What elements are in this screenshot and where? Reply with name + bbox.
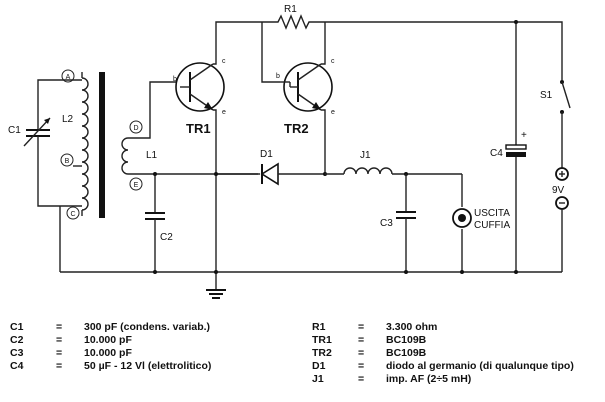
part-value: 10.000 pF xyxy=(84,334,132,346)
part-eq: = xyxy=(358,347,365,359)
l2-label: L2 xyxy=(62,114,74,125)
tap-b: B xyxy=(60,153,82,167)
tap-a: A xyxy=(37,69,82,88)
parts-list-right: R1 = 3.300 ohm TR1 = BC109B TR2 = BC109B D1 = di… xyxy=(312,321,574,386)
l1-label: L1 xyxy=(146,150,158,161)
parts-list-left: C1 = 300 pF (condens. variab.) C2 = 10.000 p… xyxy=(10,321,211,373)
battery-label: 9V xyxy=(552,185,565,196)
part-value: BC109B xyxy=(386,347,427,359)
c1-label: C1 xyxy=(8,125,21,136)
tr2-pin-e: e xyxy=(331,109,335,116)
parts-row: C3 = 10.000 pF xyxy=(10,347,211,360)
headphone-jack: USCITA CUFFIA xyxy=(452,174,510,272)
part-eq: = xyxy=(358,321,365,333)
coil-l2 xyxy=(81,72,89,216)
part-name: C2 xyxy=(10,334,24,346)
ferrite-core xyxy=(99,72,105,218)
part-name: C1 xyxy=(10,321,24,333)
capacitor-c1: C1 xyxy=(8,88,51,160)
transistor-tr2: b c e TR2 xyxy=(276,58,335,136)
j1-label: J1 xyxy=(360,150,371,161)
capacitor-c4: + C4 xyxy=(490,22,527,272)
output-label-1: USCITA xyxy=(474,208,510,219)
c4-plus: + xyxy=(521,130,527,141)
switch-s1: S1 xyxy=(540,60,571,168)
s1-label: S1 xyxy=(540,90,553,101)
part-name: R1 xyxy=(312,321,326,333)
part-name: C3 xyxy=(10,347,24,359)
capacitor-c3: C3 xyxy=(380,174,416,272)
tr2-pin-b: b xyxy=(276,73,280,80)
circuit-schematic: A B C C1 L2 D E L1 xyxy=(8,4,571,299)
c2-label: C2 xyxy=(160,232,173,243)
tr1-pin-c: c xyxy=(222,58,226,65)
tr1-label: TR1 xyxy=(186,121,211,136)
parts-row: C4 = 50 µF - 12 Vl (elettrolitico) xyxy=(10,360,211,373)
part-value: 10.000 pF xyxy=(84,347,132,359)
parts-row: C2 = 10.000 pF xyxy=(10,334,211,347)
parts-row: TR2 = BC109B xyxy=(312,347,574,360)
parts-row: R1 = 3.300 ohm xyxy=(312,321,574,334)
parts-row: C1 = 300 pF (condens. variab.) xyxy=(10,321,211,334)
part-name: TR1 xyxy=(312,334,332,346)
part-eq: = xyxy=(358,360,365,372)
tr1-pin-e: e xyxy=(222,109,226,116)
transistor-tr1: b c e TR1 xyxy=(173,58,226,136)
tap-d-label: D xyxy=(133,125,138,132)
parts-row: D1 = diodo al germanio (di qualunque tipo) xyxy=(312,360,574,373)
c3-label: C3 xyxy=(380,218,393,229)
part-value: 3.300 ohm xyxy=(386,321,438,333)
part-name: D1 xyxy=(312,360,326,372)
d1-label: D1 xyxy=(260,149,273,160)
part-name: TR2 xyxy=(312,347,332,359)
tap-e-label: E xyxy=(134,182,139,189)
part-name: J1 xyxy=(312,373,324,385)
tr2-label: TR2 xyxy=(284,121,309,136)
r1-label: R1 xyxy=(284,4,297,15)
part-eq: = xyxy=(56,334,63,346)
tap-a-label: A xyxy=(66,74,71,81)
diode-d1: D1 xyxy=(216,149,325,186)
part-value: 50 µF - 12 Vl (elettrolitico) xyxy=(84,360,212,372)
c4-label: C4 xyxy=(490,148,503,159)
ground-icon xyxy=(206,289,226,299)
part-value: diodo al germanio (di qualunque tipo) xyxy=(386,360,574,372)
tap-c: C xyxy=(37,160,82,272)
part-eq: = xyxy=(56,360,63,372)
part-value: imp. AF (2÷5 mH) xyxy=(386,373,472,385)
tr1-pin-b: b xyxy=(173,76,177,83)
part-eq: = xyxy=(358,334,365,346)
tr2-pin-c: c xyxy=(331,58,335,65)
part-eq: = xyxy=(358,373,365,385)
output-label-2: CUFFIA xyxy=(474,220,510,231)
capacitor-c2: C2 xyxy=(145,174,173,272)
tap-c-label: C xyxy=(70,211,75,218)
part-value: 300 pF (condens. variab.) xyxy=(84,321,211,333)
choke-j1: J1 xyxy=(325,150,462,175)
parts-row: TR1 = BC109B xyxy=(312,334,574,347)
resistor-r1: R1 xyxy=(262,4,325,30)
part-eq: = xyxy=(56,347,63,359)
part-eq: = xyxy=(56,321,63,333)
part-name: C4 xyxy=(10,360,24,372)
part-value: BC109B xyxy=(386,334,427,346)
coil-l1: D E L1 xyxy=(121,81,260,191)
parts-row: J1 = imp. AF (2÷5 mH) xyxy=(312,373,574,386)
battery-9v: 9V xyxy=(552,167,569,272)
tap-b-label: B xyxy=(65,158,70,165)
